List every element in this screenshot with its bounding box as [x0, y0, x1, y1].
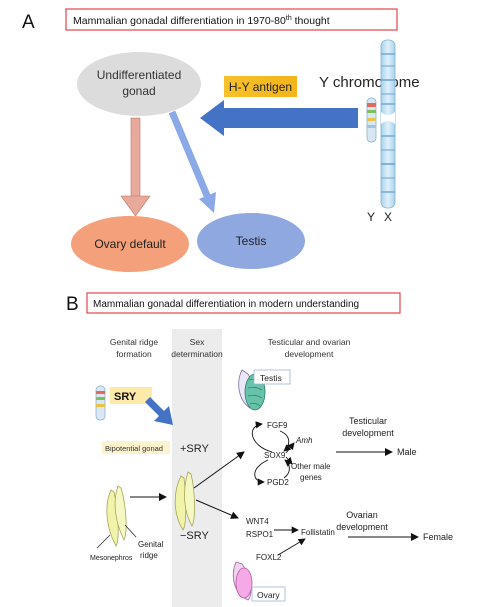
panel-a: A Mammalian gonadal differentiation in 1… [22, 8, 420, 272]
pgd2-to-sox9-arrow [283, 459, 293, 479]
undifferentiated-label-line2: gonad [122, 84, 155, 98]
hy-antigen-label: H-Y antigen [229, 80, 292, 94]
x-label: X [384, 210, 392, 224]
wnt4-label: WNT4 [246, 517, 269, 526]
ovarian-dev-line2: development [336, 522, 388, 532]
panel-a-title: Mammalian gonadal differentiation in 197… [73, 15, 330, 27]
testis-b-label: Testis [260, 373, 282, 383]
undifferentiated-label-line1: Undifferentiated [97, 68, 182, 82]
foxl2-label: FOXL2 [256, 553, 282, 562]
sex-determination-band [172, 329, 222, 607]
genital-ridge-leader [124, 524, 137, 538]
panel-a-letter: A [22, 12, 35, 33]
fgf9-to-sox9-arrow [279, 430, 292, 452]
testis-ellipse [197, 213, 305, 269]
sry-chromosome-graphic [95, 385, 106, 421]
sry-box [110, 387, 152, 404]
rspo1-label: RSPO1 [246, 530, 274, 539]
bipotential-label: Bipotential gonad [105, 444, 163, 453]
ovary-default-label: Ovary default [94, 237, 166, 251]
ovarian-dev-line1: Ovarian [346, 510, 378, 520]
testicular-ovarian-header-line1: Testicular and ovarian [268, 337, 351, 347]
sry-arrow [145, 397, 173, 425]
genital-ridge-label-line1: Genital [138, 540, 164, 549]
testis-label: Testis [236, 234, 267, 248]
bipotential-box [102, 441, 170, 454]
pgd2-label: PGD2 [267, 478, 289, 487]
ovary-graphic [232, 561, 253, 601]
panel-a-title-box [65, 8, 398, 31]
male-label: Male [397, 447, 417, 457]
y-label: Y [367, 210, 375, 224]
foxl2-to-follistatin-arrow [277, 538, 306, 556]
follistatin-label: Follistatin [301, 528, 335, 537]
x-chromosome-graphic [380, 39, 396, 209]
hy-antigen-box [224, 76, 297, 97]
sox9-to-other-arrow [285, 456, 293, 465]
fgf9-loop-arrow [251, 421, 273, 453]
to-testis-arrow [193, 451, 245, 489]
arrow-to-testis [168, 110, 216, 213]
arrow-to-ovary [120, 117, 151, 217]
ovary-default-ellipse [71, 216, 189, 272]
testis-label-box [253, 369, 291, 385]
ovary-b-label: Ovary [257, 590, 280, 600]
panel-b-title-box [86, 292, 401, 314]
panel-b-letter: B [66, 294, 79, 315]
sox9-label: SOX9 [264, 451, 286, 460]
plus-sry-label: +SRY [180, 443, 210, 455]
genital-ridge-label-line2: ridge [140, 551, 158, 560]
ovary-label-box [251, 586, 286, 602]
fgf9-label: FGF9 [267, 421, 288, 430]
gonad-in-band-graphic [174, 471, 195, 531]
mesonephros-leader [96, 534, 111, 549]
testicular-dev-line2: development [342, 428, 394, 438]
testicular-dev-line1: Testicular [349, 416, 387, 426]
genital-ridge-header-line1: Genital ridge [110, 337, 158, 347]
panel-b-title: Mammalian gonadal differentiation in mod… [93, 299, 359, 310]
other-male-label-line1: Other male [291, 462, 331, 471]
genital-ridge-header-line2: formation [116, 349, 152, 359]
panel-b: B Mammalian gonadal differentiation in m… [66, 292, 453, 607]
undifferentiated-gonad-ellipse [77, 52, 201, 116]
testicular-ovarian-header-line2: development [285, 349, 334, 359]
amh-label: Amh [295, 436, 313, 445]
sox9-to-amh-arrow [285, 442, 295, 454]
sex-determination-header-line2: determination [171, 349, 223, 359]
y-chromosome-label: Y chromosome [319, 74, 420, 91]
sry-label: SRY [114, 391, 137, 403]
mesonephros-graphic [106, 485, 127, 547]
y-to-gonad-arrow [200, 100, 358, 136]
female-label: Female [423, 532, 453, 542]
minus-sry-label: −SRY [180, 530, 210, 542]
other-male-label-line2: genes [300, 473, 322, 482]
y-chromosome-graphic [366, 97, 377, 143]
mesonephros-label: Mesonephros [90, 555, 133, 562]
sex-determination-header-line1: Sex [190, 337, 205, 347]
to-ovary-arrow [195, 499, 239, 519]
sox9-to-pgd2-arrow [254, 459, 269, 486]
